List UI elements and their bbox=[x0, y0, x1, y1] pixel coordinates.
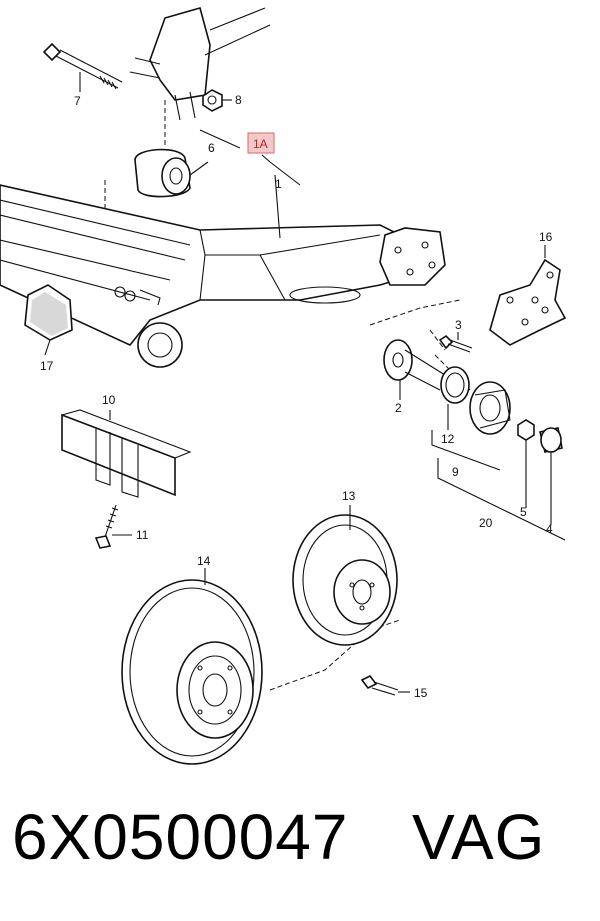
nut-8 bbox=[202, 89, 232, 112]
brake-drum-13 bbox=[292, 505, 398, 646]
caption: 6X0500047 VAG bbox=[12, 800, 592, 910]
cap-4 bbox=[539, 427, 563, 525]
callout-2: 2 bbox=[395, 401, 402, 415]
callout-16: 16 bbox=[539, 230, 553, 244]
part-number: 6X0500047 bbox=[12, 801, 349, 873]
body-bracket bbox=[129, 7, 271, 121]
callout-20: 20 bbox=[479, 516, 493, 530]
bolt-7 bbox=[42, 42, 123, 92]
callout-14: 14 bbox=[197, 554, 211, 568]
callout-6: 6 bbox=[208, 141, 215, 155]
callout-8: 8 bbox=[235, 93, 242, 107]
callout-10: 10 bbox=[102, 393, 116, 407]
callout-12: 12 bbox=[441, 432, 455, 446]
callout-13: 13 bbox=[342, 489, 356, 503]
callout-11: 11 bbox=[136, 528, 149, 542]
callout-3: 3 bbox=[455, 318, 462, 332]
plate-16 bbox=[489, 245, 567, 346]
stub-axle-2 bbox=[383, 339, 446, 400]
axle-beam-1 bbox=[0, 174, 446, 368]
bushing-6 bbox=[134, 148, 209, 198]
nut-5 bbox=[517, 419, 535, 508]
wheel-hub-9 bbox=[469, 381, 511, 435]
brake-disc-14 bbox=[121, 568, 263, 765]
sensor-ring-12 bbox=[440, 366, 470, 430]
callout-15: 15 bbox=[414, 686, 428, 700]
bolt-3 bbox=[438, 332, 473, 353]
bolt-15 bbox=[360, 674, 410, 696]
screw-11 bbox=[94, 504, 132, 549]
callout-4: 4 bbox=[546, 522, 553, 536]
exploded-parts-diagram: 7 8 6 1A 1 16 3 17 2 10 12 9 5 20 4 13 1… bbox=[0, 7, 567, 765]
callout-7: 7 bbox=[74, 94, 81, 108]
callout-17: 17 bbox=[40, 359, 54, 373]
callout-1a-highlight bbox=[199, 129, 301, 186]
brand-name: VAG bbox=[412, 801, 546, 873]
bracket-10 bbox=[61, 409, 192, 498]
callout-9: 9 bbox=[452, 465, 459, 479]
pad-17 bbox=[24, 284, 73, 356]
callout-1: 1 bbox=[275, 177, 282, 191]
callout-1a: 1A bbox=[253, 137, 268, 151]
callout-5: 5 bbox=[520, 505, 527, 519]
